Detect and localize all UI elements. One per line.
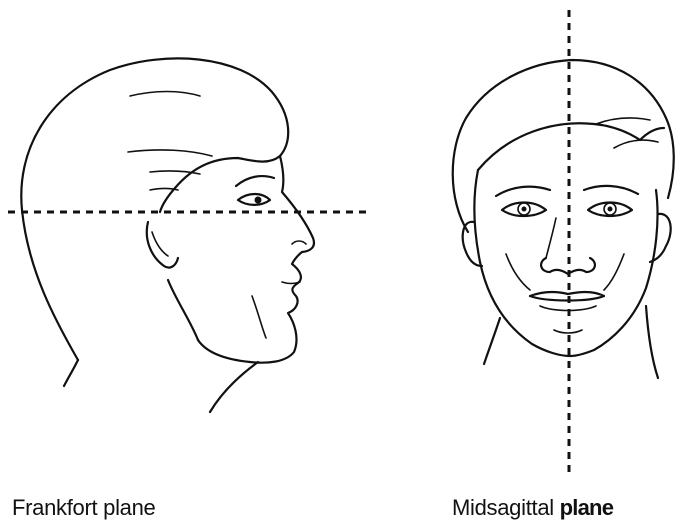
profile-ear-inner: [152, 232, 168, 256]
frontal-chin-crease: [554, 330, 582, 333]
frontal-cheek-line-left: [506, 254, 530, 290]
frontal-head-drawing: [453, 10, 674, 478]
anatomical-planes-figure: [0, 0, 686, 490]
midsagittal-caption-prefix: Midsagittal: [452, 495, 560, 520]
frontal-hair-outline: [453, 60, 674, 232]
profile-cheek-line: [252, 296, 266, 338]
profile-eyebrow: [236, 176, 274, 186]
frontal-mouth-line: [530, 296, 604, 301]
frontal-nose-bridge: [546, 218, 556, 258]
profile-face-outline: [198, 156, 314, 363]
midsagittal-caption-emphasis: plane: [560, 495, 613, 520]
profile-eye: [238, 194, 270, 205]
frontal-neck-left: [484, 318, 500, 364]
profile-neck-back: [64, 360, 78, 386]
frontal-cheek-line-right: [604, 254, 624, 290]
profile-eye-pupil: [255, 197, 262, 204]
frontal-eyebrow-left: [496, 187, 550, 196]
frontal-eye-right-pupil: [608, 207, 613, 212]
profile-neck-front: [210, 362, 258, 412]
frontal-face-left: [474, 170, 570, 356]
frontal-upper-lip: [530, 292, 604, 296]
profile-hair-strand: [130, 92, 200, 97]
frontal-eyebrow-right: [584, 186, 638, 194]
profile-nostril: [292, 241, 306, 244]
profile-hair-strand: [128, 150, 212, 156]
profile-mouth-line: [282, 282, 300, 284]
profile-hair-outline: [21, 58, 288, 360]
midsagittal-plane-caption: Midsagittal plane: [452, 495, 613, 521]
frankfort-plane-caption: Frankfort plane: [12, 495, 155, 521]
frontal-neck-right: [646, 306, 658, 378]
profile-ear: [147, 222, 178, 268]
frontal-hair-strand: [614, 140, 658, 148]
frontal-eye-left-pupil: [522, 207, 527, 212]
profile-head-drawing: [8, 58, 372, 412]
frontal-hair-strand: [596, 118, 650, 124]
frontal-hair-fringe: [478, 123, 664, 170]
profile-jaw-line: [168, 280, 198, 340]
profile-hair-strand: [150, 189, 178, 191]
